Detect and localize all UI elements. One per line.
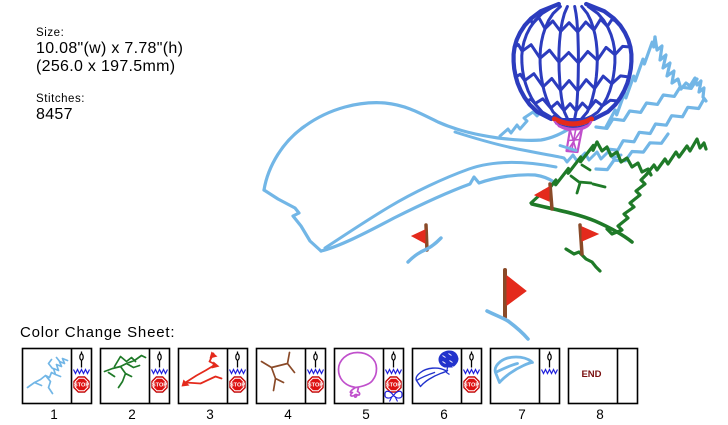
svg-text:4: 4 <box>284 407 292 422</box>
svg-text:6: 6 <box>440 407 448 422</box>
svg-text:END: END <box>581 369 601 380</box>
svg-text:STOP: STOP <box>464 382 479 388</box>
svg-text:STOP: STOP <box>386 382 401 388</box>
svg-text:1: 1 <box>50 407 58 422</box>
svg-text:5: 5 <box>362 407 370 422</box>
svg-text:7: 7 <box>518 407 526 422</box>
svg-text:3: 3 <box>206 407 214 422</box>
svg-text:STOP: STOP <box>308 382 323 388</box>
svg-text:2: 2 <box>128 407 136 422</box>
svg-text:STOP: STOP <box>74 382 89 388</box>
svg-text:STOP: STOP <box>230 382 245 388</box>
svg-text:8: 8 <box>596 407 604 422</box>
svg-text:STOP: STOP <box>152 382 167 388</box>
